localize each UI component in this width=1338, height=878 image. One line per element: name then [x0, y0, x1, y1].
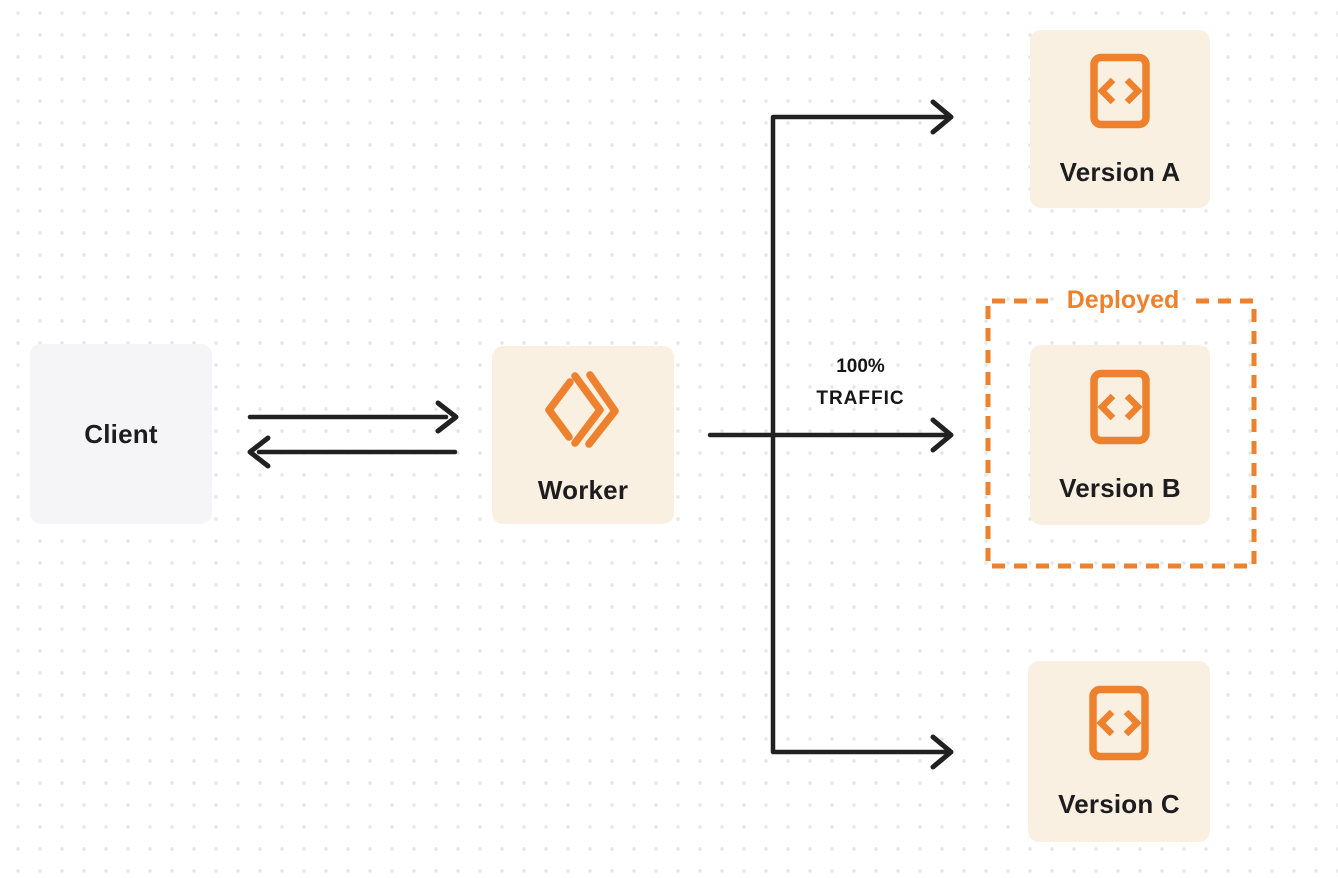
- arrowhead-to-worker-icon: [435, 400, 459, 434]
- traffic-annotation: 100% TRAFFIC: [788, 351, 933, 415]
- worker-label: Worker: [537, 475, 629, 505]
- code-file-icon: [1088, 685, 1150, 766]
- arrowhead-to-client-icon: [247, 435, 271, 469]
- version-c-label: Version C: [1058, 789, 1180, 819]
- deployed-label: Deployed: [1066, 286, 1180, 314]
- traffic-percentage: 100%: [836, 356, 885, 377]
- worker-node: Worker: [492, 346, 674, 524]
- code-file-icon: [1089, 369, 1151, 450]
- traffic-word: TRAFFIC: [816, 388, 905, 409]
- version-c-node: Version C: [1028, 661, 1210, 842]
- arrowhead-to-version-b-icon: [930, 417, 954, 453]
- arrowhead-to-version-a-icon: [930, 99, 954, 135]
- version-b-label: Version B: [1059, 473, 1181, 503]
- version-b-node: Version B: [1030, 345, 1210, 525]
- version-a-label: Version A: [1059, 157, 1181, 187]
- client-node: Client: [30, 344, 212, 524]
- branch-line-to-versions: [770, 114, 949, 755]
- code-file-icon: [1089, 53, 1151, 134]
- deployed-boundary: [985, 298, 1257, 569]
- workers-chevrons-icon: [542, 370, 624, 455]
- arrowhead-to-version-c-icon: [930, 734, 954, 770]
- client-label: Client: [84, 418, 158, 449]
- version-a-node: Version A: [1030, 30, 1210, 208]
